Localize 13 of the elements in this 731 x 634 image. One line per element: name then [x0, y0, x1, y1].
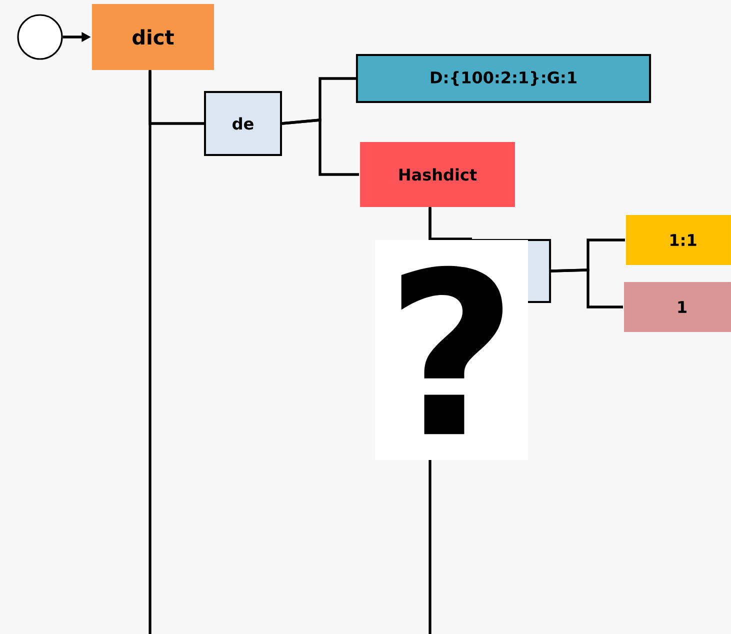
- root-box: dict: [92, 4, 214, 70]
- connector: [282, 118, 360, 176]
- start-circle: [17, 14, 63, 60]
- child-box: de: [204, 91, 282, 156]
- question-mark: ?: [375, 240, 528, 460]
- value-box: D:{100:2:1}:G:1: [356, 54, 652, 103]
- connector: [428, 207, 472, 240]
- value-box: 1: [624, 282, 731, 332]
- key-box: 1:1: [626, 215, 731, 265]
- hash-box: Hashdict: [360, 142, 515, 208]
- connector: [148, 70, 204, 125]
- connector: [148, 71, 152, 634]
- connector: [551, 268, 623, 308]
